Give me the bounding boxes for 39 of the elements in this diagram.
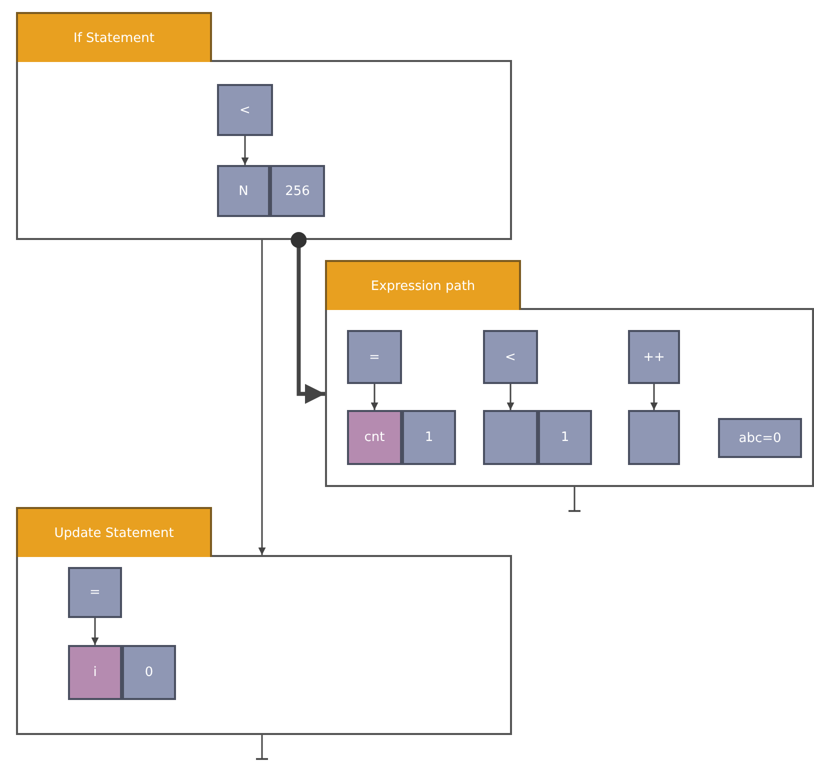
empty-box: [628, 410, 680, 465]
arrow: [258, 240, 266, 555]
arrow: [290, 232, 325, 404]
operand-box: [538, 410, 592, 465]
operand-box: [270, 165, 325, 217]
arrow: [91, 618, 99, 645]
operand-text: 1: [560, 430, 570, 445]
operand-box: [68, 645, 122, 700]
operand-text: cnt: [364, 430, 385, 445]
operand-box: [68, 567, 122, 618]
operand-text: <: [505, 350, 516, 364]
arrow: [241, 136, 249, 165]
arrow: [650, 384, 658, 410]
operand-text: ++: [643, 350, 665, 364]
operand-text: 0: [144, 665, 154, 680]
operand-box: [628, 330, 680, 384]
operand-box: [122, 645, 176, 700]
heading-tab: Update Statement: [16, 507, 212, 557]
operand-box: [347, 410, 402, 465]
operand-text: i: [93, 665, 97, 680]
operand-text: =: [369, 350, 380, 364]
operand-box: [217, 165, 270, 217]
operand-text: abc=0: [738, 430, 782, 446]
heading-tab: If Statement: [16, 12, 212, 62]
terminator-line: [255, 735, 269, 760]
operand-text: =: [90, 585, 100, 600]
operand-text: <: [240, 102, 250, 118]
operand-text: N: [238, 184, 248, 198]
operand-text: 256: [285, 184, 310, 198]
arrow: [506, 384, 514, 410]
heading-tab: Expression path: [325, 260, 521, 310]
operand-box: [217, 84, 273, 136]
terminator-line: [568, 487, 582, 512]
operand-box: [483, 330, 538, 384]
operand-box: [347, 330, 402, 384]
operand-box: [402, 410, 456, 465]
arrow: [370, 384, 378, 410]
operand-box: [718, 418, 802, 458]
operand-text: 1: [424, 430, 434, 445]
